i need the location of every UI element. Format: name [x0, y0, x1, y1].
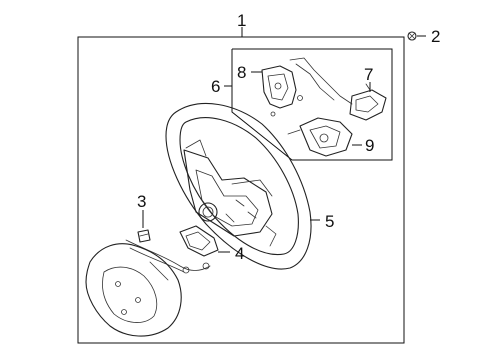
lower-switch-part-9: [287, 117, 353, 157]
callout-4: 4: [235, 244, 244, 263]
assembly-frame: [77, 36, 405, 344]
steering-wheel-part-5: [165, 103, 312, 270]
callout-3: 3: [137, 192, 146, 211]
lower-cover: [85, 243, 182, 337]
right-switch-part-7: [349, 83, 387, 121]
screw-part-2: [407, 31, 417, 41]
clip-part-3: [137, 229, 151, 243]
callout-8: 8: [237, 63, 246, 82]
switch-group-frame: [231, 48, 393, 161]
callout-2: 2: [431, 27, 440, 46]
left-switch-part-8: [261, 57, 353, 117]
callout-9: 9: [365, 136, 374, 155]
callout-7: 7: [364, 65, 373, 84]
harness-part-4: [125, 225, 219, 274]
callout-5: 5: [325, 212, 334, 231]
callout-1: 1: [237, 11, 246, 30]
callout-6: 6: [211, 77, 220, 96]
